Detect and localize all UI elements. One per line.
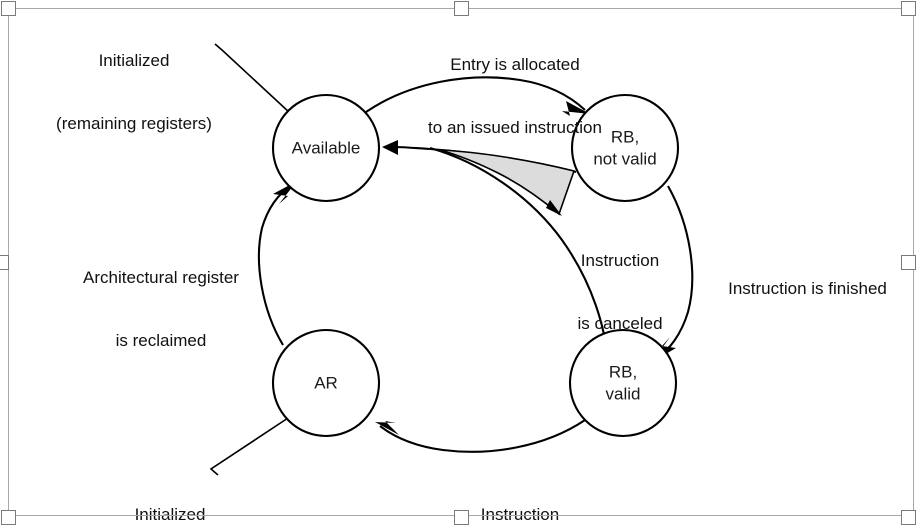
selection-handle-bottom-left[interactable]: [1, 510, 16, 525]
cancel-wedge-shape: [439, 149, 576, 216]
edge-instruction-canceled: [382, 140, 609, 357]
label-instruction-finished-line1: Instruction is finished: [728, 279, 887, 298]
node-ar[interactable]: AR: [271, 328, 381, 438]
node-rb-not-valid-circle[interactable]: [570, 93, 680, 203]
node-ar-label: AR: [314, 373, 338, 392]
label-instruction-completed: Instruction is completed: [430, 462, 610, 526]
label-instruction-finished: Instruction is finished: [705, 236, 910, 341]
cancel-wedge-tip-arrow: [546, 200, 562, 216]
label-entry-allocated-line2: to an issued instruction: [428, 118, 602, 137]
label-architectural-register-reclaimed: Architectural register is reclaimed: [50, 225, 272, 393]
annotation-initialized-first-n-line1: Initialized: [134, 505, 206, 524]
label-instruction-canceled-line2: is canceled: [577, 314, 663, 333]
node-available-label: Available: [292, 138, 361, 157]
node-rb-not-valid-label-line2: not valid: [593, 149, 656, 168]
node-rb-valid-label-line2: valid: [606, 384, 641, 403]
node-ar-circle[interactable]: [271, 328, 381, 438]
annotation-initialized-remaining: Initialized (remaining registers): [20, 8, 248, 176]
edge-instruction-finished-path: [656, 185, 694, 359]
leader-initialized-first-n: [209, 417, 289, 476]
annotation-initialized-remaining-line1: Initialized: [98, 51, 170, 70]
label-architectural-register-reclaimed-line1: Architectural register: [83, 268, 239, 287]
node-available-circle[interactable]: [271, 93, 381, 203]
node-rb-valid-label-line1: RB,: [609, 362, 637, 381]
selection-handle-middle-left[interactable]: [0, 255, 9, 270]
edge-entry-allocated-path: [365, 76, 586, 113]
label-instruction-completed-line1: Instruction: [480, 505, 560, 524]
selection-handle-top-right[interactable]: [901, 1, 916, 16]
label-entry-allocated: Entry is allocated to an issued instruct…: [380, 12, 650, 180]
node-available[interactable]: Available: [271, 93, 381, 203]
node-rb-not-valid-label-line1: RB,: [611, 127, 639, 146]
edge-entry-allocated-arrowhead: [562, 101, 590, 116]
label-entry-allocated-line1: Entry is allocated: [450, 55, 580, 74]
edge-instruction-completed: [375, 419, 586, 453]
edge-instruction-completed-path: [379, 419, 586, 453]
selection-handle-middle-right[interactable]: [901, 255, 916, 270]
annotation-initialized-remaining-line2: (remaining registers): [56, 114, 212, 133]
node-rb-valid-circle[interactable]: [568, 328, 678, 438]
label-instruction-canceled-line1: Instruction: [580, 251, 660, 270]
selection-handle-bottom-right[interactable]: [901, 510, 916, 525]
edge-architectural-register-reclaimed-path: [257, 184, 293, 346]
selection-handle-bottom-center[interactable]: [454, 510, 469, 525]
edge-instruction-completed-arrowhead: [375, 421, 399, 435]
annotation-initialized-first-n: Initialized (first n registers): [60, 462, 280, 526]
leader-initialized-remaining: [214, 43, 291, 114]
node-rb-valid[interactable]: RB, valid: [568, 328, 678, 438]
label-architectural-register-reclaimed-line2: is reclaimed: [115, 331, 207, 350]
edge-entry-allocated: [365, 76, 590, 116]
node-rb-not-valid[interactable]: RB, not valid: [570, 93, 680, 203]
label-instruction-canceled: Instruction is canceled: [560, 208, 680, 376]
selection-handle-top-left[interactable]: [1, 1, 16, 16]
selection-handle-top-center[interactable]: [454, 1, 469, 16]
edge-instruction-canceled-lower-curve: [429, 146, 609, 357]
edge-instruction-canceled-arrowhead: [382, 140, 398, 155]
